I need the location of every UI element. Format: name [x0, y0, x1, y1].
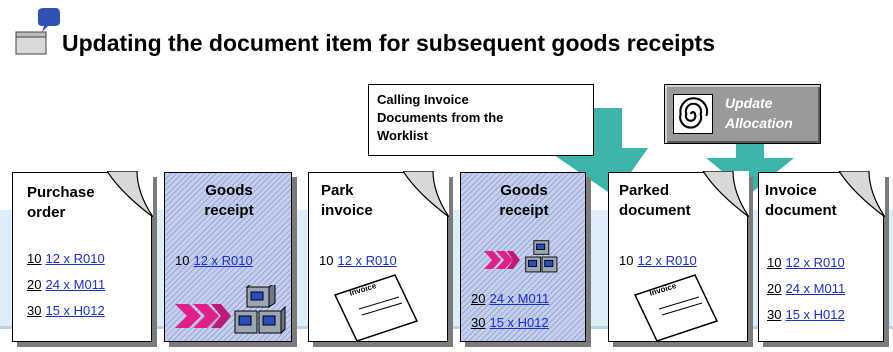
material-link[interactable]: 12 x R010: [193, 253, 253, 268]
material-link[interactable]: 15 x H012: [785, 307, 845, 322]
page-curl: [839, 171, 885, 217]
callout-line: Update: [725, 95, 773, 111]
callout-calling-invoice-documents: Calling Invoice Documents from the Workl…: [368, 84, 594, 156]
fast-forward-icon: [484, 251, 520, 269]
callout-update-allocation: Update Allocation: [664, 84, 821, 144]
callout-line: Allocation: [725, 115, 793, 131]
material-link[interactable]: 15 x H012: [45, 303, 105, 318]
document-title: Parked document: [619, 182, 691, 219]
document-title: Invoice document: [765, 182, 837, 219]
document-title: Goods receipt: [204, 182, 254, 219]
material-link[interactable]: 24 x M011: [45, 277, 106, 292]
document-title: Park invoice: [321, 182, 373, 219]
stacked-boxes-icon: [234, 285, 286, 335]
callout-line: Calling Invoice: [377, 92, 469, 107]
material-link[interactable]: 24 x M011: [489, 291, 550, 306]
document-title: Purchase order: [27, 184, 95, 221]
document-title: Goods receipt: [499, 182, 549, 219]
page-curl: [403, 171, 449, 217]
material-link[interactable]: 12 x R010: [45, 251, 105, 266]
flow-arrow-update-allocation: [706, 136, 794, 194]
fast-forward-icon: [175, 304, 231, 328]
folder-icon: [15, 8, 60, 55]
page-curl: [703, 171, 749, 217]
stacked-boxes-icon: [525, 240, 558, 273]
invoice-document-icon: [333, 274, 419, 342]
material-link[interactable]: 12 x R010: [637, 253, 697, 268]
page-curl: [107, 171, 153, 217]
callout-line: Worklist: [377, 128, 429, 143]
material-link[interactable]: 24 x M011: [785, 281, 846, 296]
spiral-icon: [673, 94, 713, 134]
callout-line: Documents from the: [377, 110, 504, 125]
material-link[interactable]: 12 x R010: [785, 255, 845, 270]
invoice-document-icon: [633, 274, 719, 342]
material-link[interactable]: 12 x R010: [337, 253, 397, 268]
material-link[interactable]: 15 x H012: [489, 315, 549, 330]
page-title: Updating the document item for subsequen…: [62, 30, 715, 56]
